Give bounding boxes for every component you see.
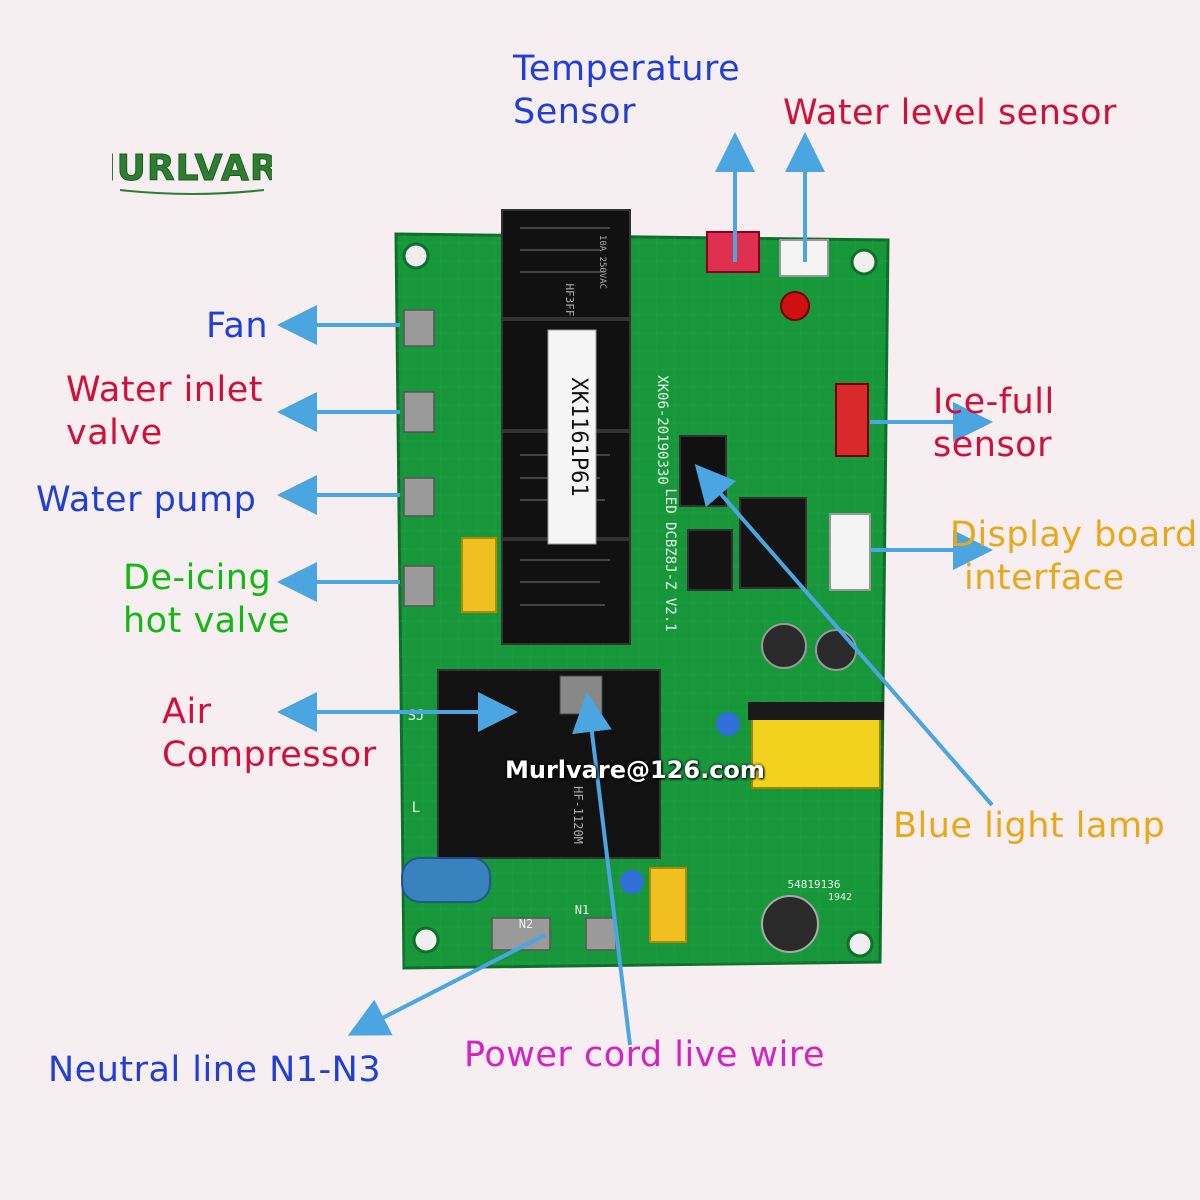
label-water-inlet-valve-line2: valve [66, 413, 163, 453]
label-de-icing-hot-valve: De-icing hot valve [123, 557, 290, 643]
label-display-board-line1: Display board [950, 515, 1198, 555]
label-temperature-sensor-line1: Temperature [513, 49, 741, 89]
label-de-icing-line2: hot valve [123, 601, 291, 641]
label-blue-light-lamp-line1: Blue light lamp [893, 806, 1166, 846]
label-temperature-sensor: Temperature Sensor [513, 48, 740, 134]
label-air-compressor: Air Compressor [162, 691, 377, 777]
label-water-pump: Water pump [36, 479, 256, 522]
relay-rating-text: 10A 250VAC [597, 235, 607, 289]
label-neutral-line-line1: Neutral line N1-N3 [48, 1050, 382, 1090]
label-temperature-sensor-line2: Sensor [513, 92, 636, 132]
label-water-pump-line1: Water pump [36, 480, 257, 520]
label-water-level-sensor: Water level sensor [783, 92, 1117, 135]
arrow-power-cord [572, 692, 632, 1046]
terminal-n2-text: N2 [519, 917, 533, 931]
label-air-compressor-line1: Air [162, 692, 212, 732]
label-display-board-line2: interface [964, 558, 1125, 598]
board-name-text: LED DCBZ8J-Z V2.1 [662, 488, 678, 631]
arrow-blue-light-lamp [694, 463, 994, 807]
label-air-compressor-line2: Compressor [162, 735, 377, 775]
label-fan-line1: Fan [206, 306, 269, 346]
brand-logo-text: MURLVARE [112, 148, 272, 189]
arrow-neutral-line [347, 933, 546, 1036]
relay-brand-text: HF3FF [563, 283, 576, 316]
label-power-cord-live-wire: Power cord live wire [464, 1034, 825, 1077]
label-de-icing-line1: De-icing [123, 558, 272, 598]
label-ice-full-sensor-line1: Ice-full [933, 382, 1055, 422]
terminal-l-text: L [412, 800, 420, 816]
serial-text: 54819136 [788, 878, 841, 891]
label-display-board-interface: Display board interface [950, 514, 1198, 600]
label-water-inlet-valve-line1: Water inlet [66, 370, 263, 410]
relay-sticker-text: XK1161P61 [566, 377, 591, 496]
label-blue-light-lamp: Blue light lamp [893, 805, 1165, 848]
model-code-text: XK06-20190330 [654, 375, 670, 485]
label-neutral-line: Neutral line N1-N3 [48, 1049, 381, 1092]
label-water-level-sensor-line1: Water level sensor [783, 93, 1117, 133]
compressor-relay-text: HF-1120M [571, 786, 585, 844]
label-ice-full-sensor: Ice-full sensor [933, 381, 1055, 467]
label-ice-full-sensor-line2: sensor [933, 425, 1052, 465]
date-code-text: 1942 [828, 892, 852, 903]
label-fan: Fan [206, 305, 268, 348]
email-banner: Murlvare@126.com [505, 756, 765, 784]
brand-logo: MURLVARE [112, 148, 272, 195]
label-power-cord-line1: Power cord live wire [464, 1035, 826, 1075]
terminal-n1-text: N1 [575, 903, 589, 917]
label-water-inlet-valve: Water inlet valve [66, 369, 263, 455]
